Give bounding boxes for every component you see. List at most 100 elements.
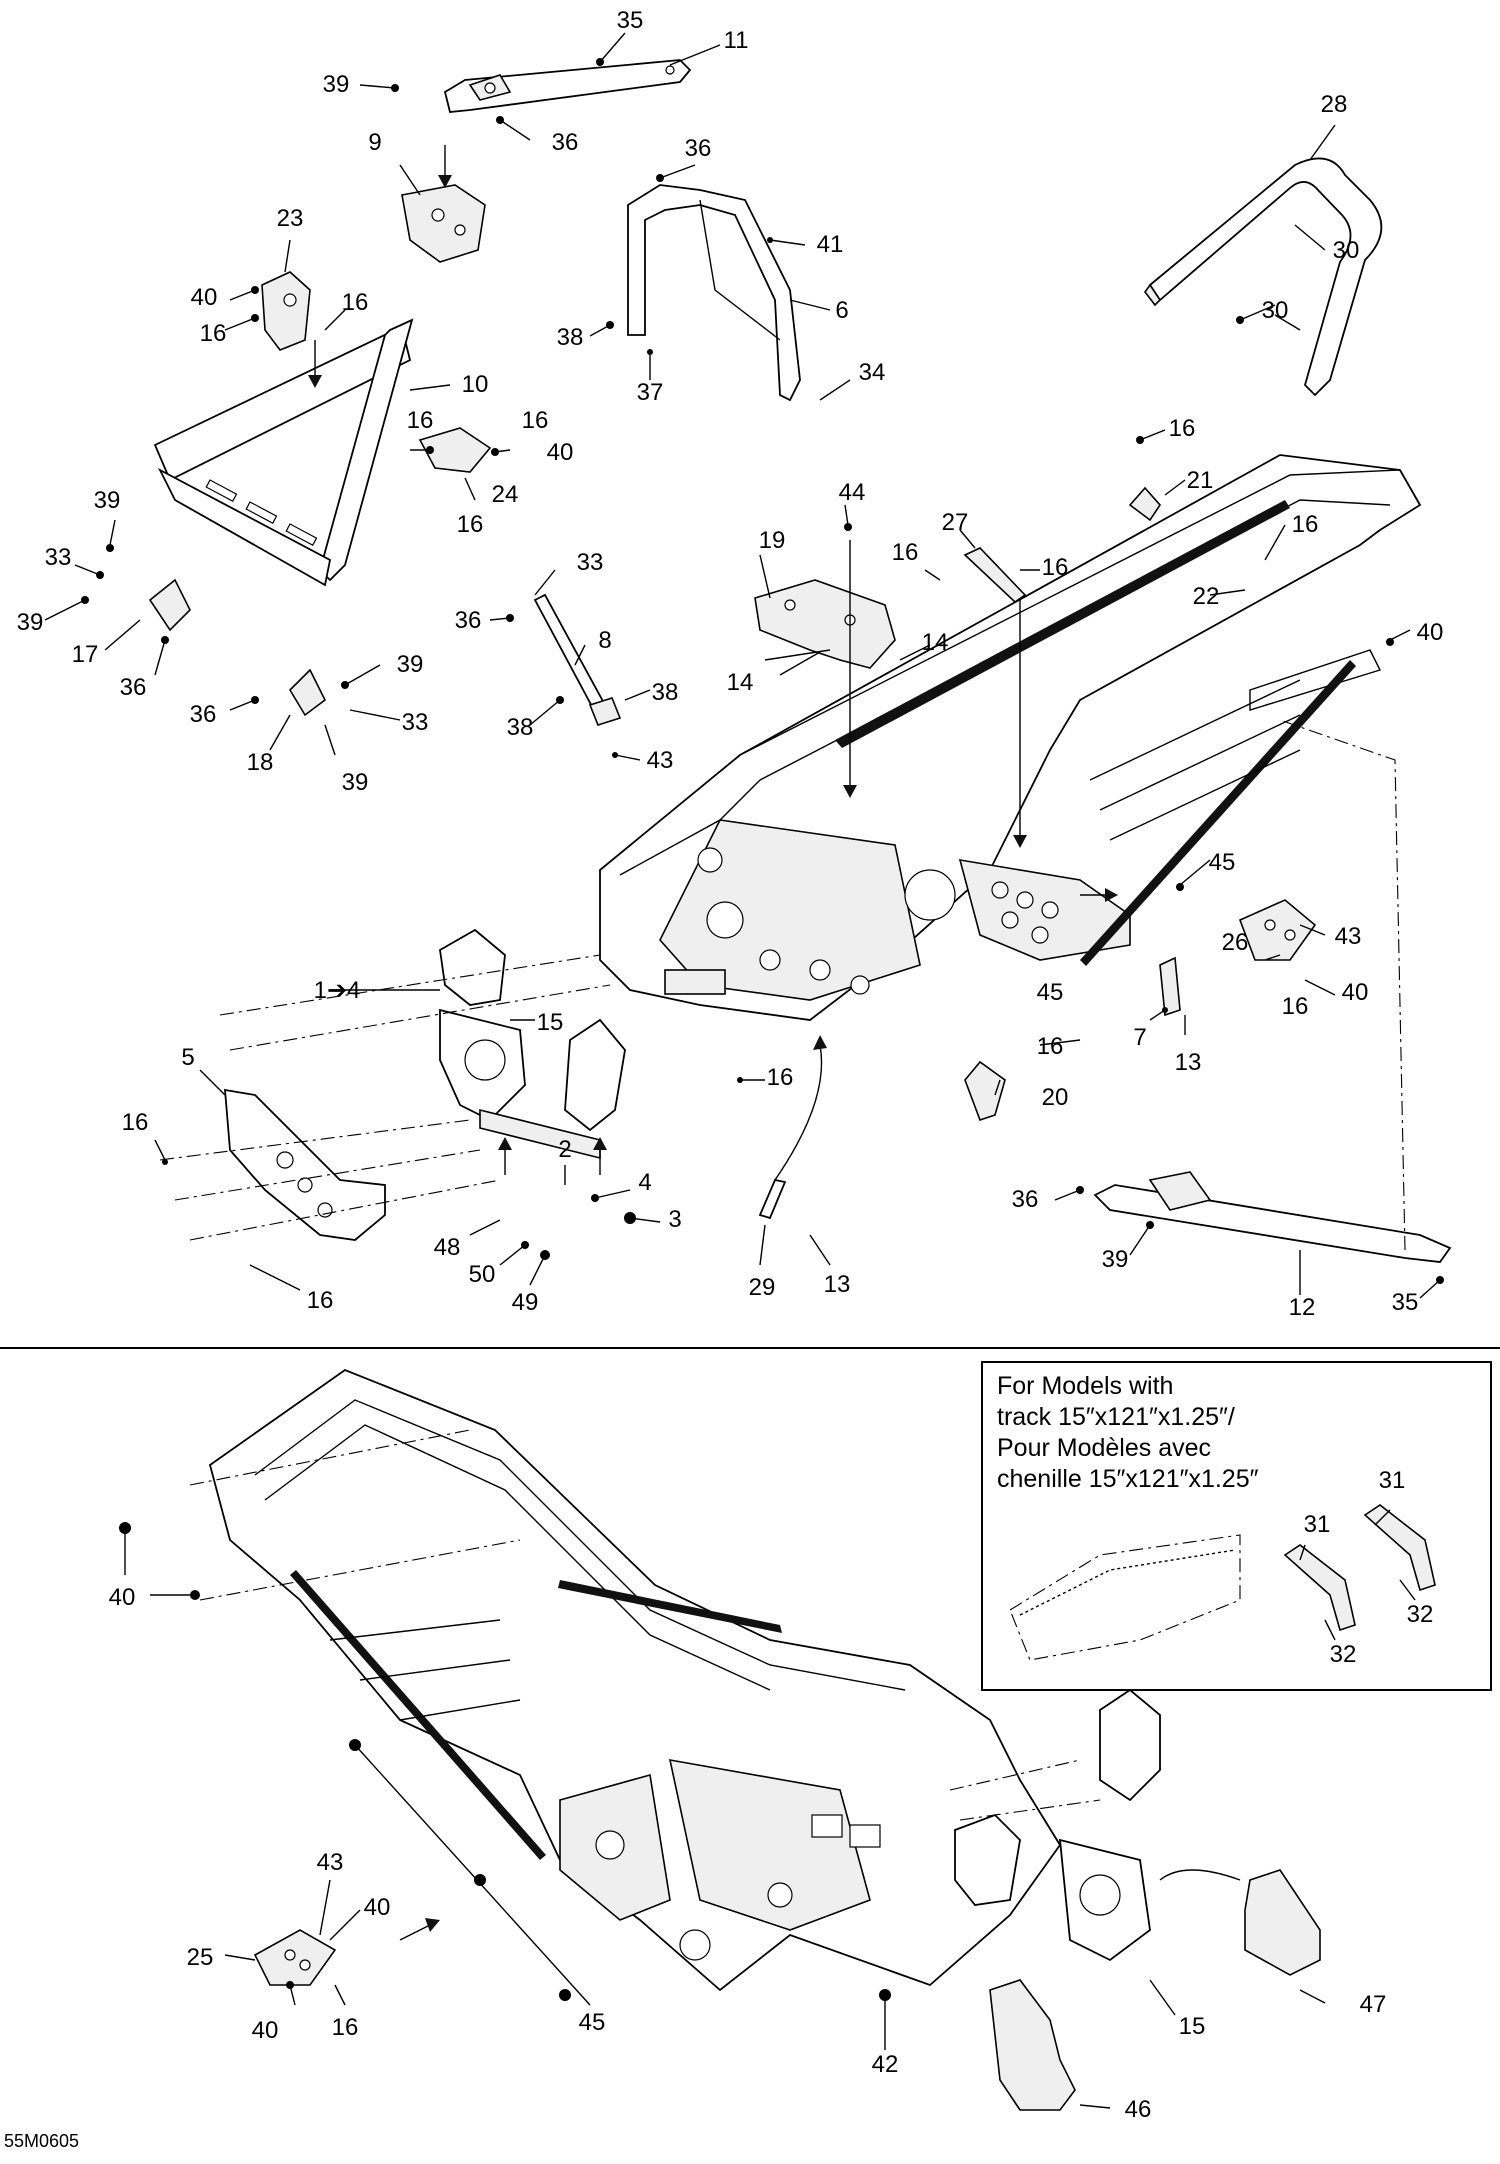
part-7-bracket bbox=[1159, 956, 1181, 1017]
part-23-bracket bbox=[261, 271, 311, 351]
callout: 16 bbox=[522, 407, 549, 434]
callout: 38 bbox=[652, 679, 679, 706]
callout: 13 bbox=[1175, 1049, 1202, 1076]
part-5-side-plate bbox=[224, 1088, 386, 1241]
callout: 42 bbox=[872, 2051, 899, 2078]
part-29-pin bbox=[758, 1178, 787, 1220]
part-8-steering-rod bbox=[533, 593, 622, 726]
part-47-cover bbox=[1244, 1869, 1321, 1976]
callout: 12 bbox=[1289, 1294, 1316, 1321]
callout: 14 bbox=[922, 629, 949, 656]
callout: 39 bbox=[17, 609, 44, 636]
callout: 16 bbox=[1037, 1033, 1064, 1060]
callout: 16 bbox=[200, 320, 227, 347]
callout: 15 bbox=[1179, 2013, 1206, 2040]
part-26-footrest bbox=[1238, 899, 1317, 961]
callout: 21 bbox=[1187, 467, 1214, 494]
callout: 16 bbox=[122, 1109, 149, 1136]
part-19-bracket bbox=[754, 579, 896, 669]
callout: 7 bbox=[1133, 1024, 1146, 1051]
callout: 39 bbox=[1102, 1246, 1129, 1273]
part-46-cover bbox=[989, 1979, 1076, 2111]
part-11-upper-crossbar bbox=[443, 59, 692, 113]
callout: 36 bbox=[1012, 1186, 1039, 1213]
part-12-lower-crossbar bbox=[1093, 1171, 1452, 1263]
callout: 39 bbox=[323, 71, 350, 98]
callout: 40 bbox=[109, 1584, 136, 1611]
callout: 31 bbox=[1379, 1467, 1406, 1494]
callout: 16 bbox=[1282, 993, 1309, 1020]
leader-lines bbox=[44, 32, 1441, 2109]
callout: 30 bbox=[1333, 237, 1360, 264]
callout: 36 bbox=[190, 701, 217, 728]
callout: 11 bbox=[724, 27, 749, 54]
callout: 23 bbox=[277, 205, 304, 232]
part-1-4-front-brackets bbox=[439, 928, 626, 1160]
callout: 16 bbox=[457, 511, 484, 538]
callout: 6 bbox=[835, 297, 848, 324]
callout: 40 bbox=[547, 439, 574, 466]
front-suspension-bottom bbox=[954, 1688, 1161, 1962]
callout: 16 bbox=[767, 1064, 794, 1091]
callout: 4 bbox=[638, 1169, 651, 1196]
callout: 45 bbox=[579, 2009, 606, 2036]
part-17-bracket bbox=[148, 578, 191, 632]
callout: 44 bbox=[839, 479, 866, 506]
part-6-steering-support bbox=[627, 184, 801, 402]
callout: 36 bbox=[685, 135, 712, 162]
callout: 40 bbox=[364, 1894, 391, 1921]
callout: 16 bbox=[332, 2014, 359, 2041]
callout: 32 bbox=[1330, 1641, 1357, 1668]
main-chassis-bottom bbox=[208, 1368, 1062, 1992]
callout: 25 bbox=[187, 1944, 214, 1971]
callout: 3 bbox=[668, 1206, 681, 1233]
callout: 16 bbox=[1169, 415, 1196, 442]
inset-caption: For Models with track 15″x121″x1.25″/ Po… bbox=[997, 1371, 1258, 1495]
callout: 40 bbox=[1417, 619, 1444, 646]
callout: 2 bbox=[558, 1136, 571, 1163]
callout: 33 bbox=[45, 544, 72, 571]
callout: 28 bbox=[1321, 91, 1348, 118]
callout: 36 bbox=[120, 674, 147, 701]
callout: 29 bbox=[749, 1274, 776, 1301]
part-27-bracket bbox=[963, 547, 1027, 604]
callout: 49 bbox=[512, 1289, 539, 1316]
callouts-bottom: 40 31 31 32 32 43 40 25 40 16 45 42 15 4… bbox=[109, 1467, 1434, 2123]
callout: 16 bbox=[407, 407, 434, 434]
callout: 30 bbox=[1262, 297, 1289, 324]
callout: 47 bbox=[1360, 1991, 1387, 2018]
inset-line: For Models with bbox=[997, 1372, 1174, 1400]
callout: 20 bbox=[1042, 1084, 1069, 1111]
callout: 37 bbox=[637, 379, 664, 406]
callout: 39 bbox=[342, 769, 369, 796]
callout: 24 bbox=[492, 481, 519, 508]
callout: 50 bbox=[469, 1261, 496, 1288]
inset-line: track 15″x121″x1.25″/ bbox=[997, 1403, 1235, 1431]
callout: 45 bbox=[1209, 849, 1236, 876]
part-31-rail-slider bbox=[1283, 1504, 1436, 1632]
callout: 22 bbox=[1193, 583, 1220, 610]
callout: 35 bbox=[1392, 1289, 1419, 1316]
inset-line: Pour Modèles avec bbox=[997, 1434, 1212, 1462]
callout: 10 bbox=[462, 371, 489, 398]
fastener-dots bbox=[81, 58, 1444, 2001]
callout: 33 bbox=[402, 709, 429, 736]
callout: 40 bbox=[1342, 979, 1369, 1006]
callout: 39 bbox=[94, 487, 121, 514]
callout: 45 bbox=[1037, 979, 1064, 1006]
callout: 16 bbox=[342, 289, 369, 316]
callout: 26 bbox=[1222, 929, 1249, 956]
callout: 35 bbox=[617, 7, 644, 34]
figure-code: 55M0605 bbox=[4, 2131, 80, 2151]
callout: 18 bbox=[247, 749, 274, 776]
callout: 32 bbox=[1407, 1601, 1434, 1628]
part-9-bracket bbox=[401, 184, 486, 263]
callout: 43 bbox=[647, 747, 674, 774]
callout: 9 bbox=[368, 129, 381, 156]
callout: 1➔4 bbox=[314, 977, 361, 1004]
part-18-bracket bbox=[288, 668, 327, 717]
callout: 36 bbox=[552, 129, 579, 156]
callout: 33 bbox=[577, 549, 604, 576]
callout: 38 bbox=[557, 324, 584, 351]
